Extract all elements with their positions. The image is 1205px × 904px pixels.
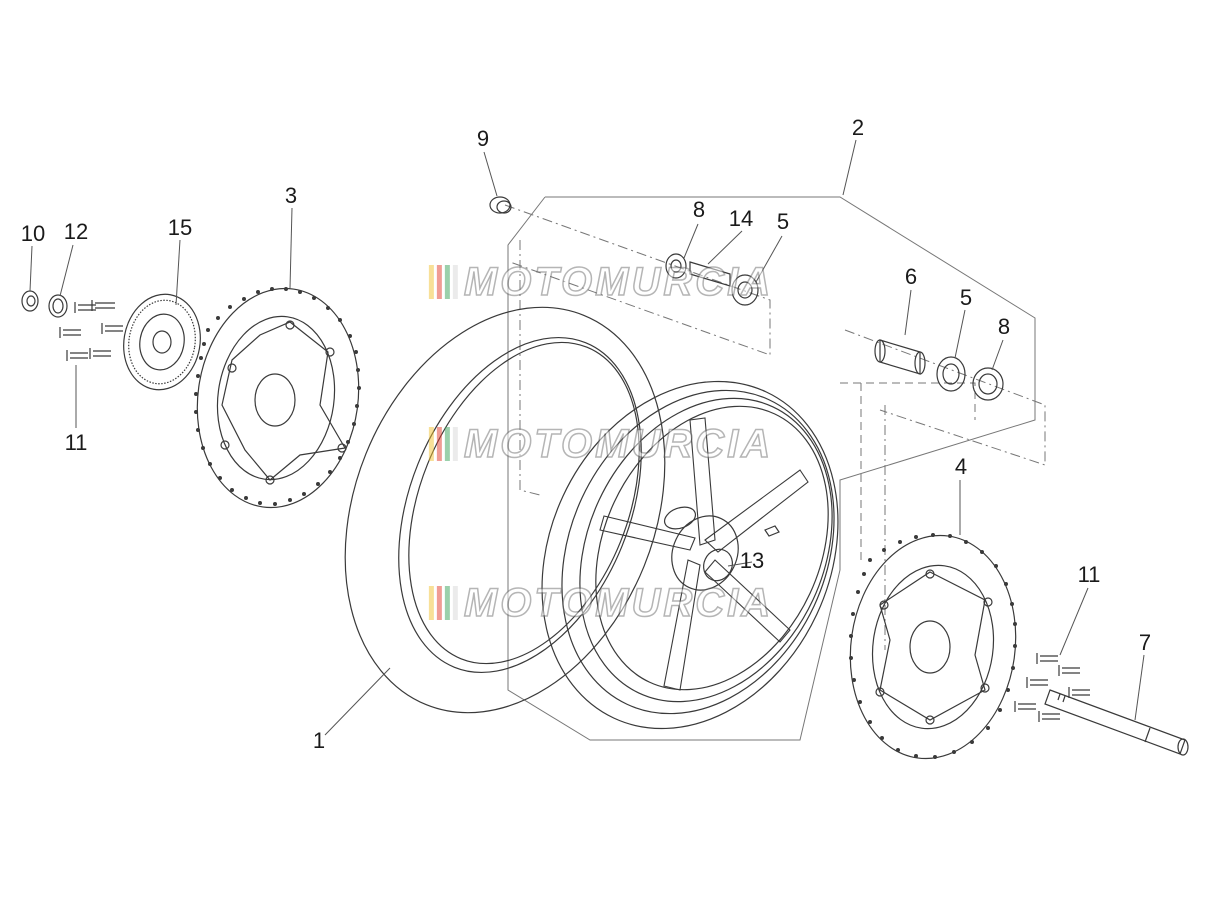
leader-lines [29, 139, 1145, 736]
watermark-text: MOTOMURCIA [463, 580, 774, 626]
tyre [344, 306, 666, 714]
watermark-stripe [452, 586, 458, 620]
callout-1: 1 [312, 728, 326, 753]
watermark-middle: MOTOMURCIA [428, 421, 774, 467]
callout-5-right: 5 [959, 285, 973, 310]
watermark-stripe [444, 586, 450, 620]
callout-3: 3 [284, 183, 298, 208]
callout-8-top: 8 [692, 197, 706, 222]
tone-wheel [123, 293, 201, 391]
watermark-text: MOTOMURCIA [463, 259, 774, 305]
watermark-bottom: MOTOMURCIA [428, 580, 774, 626]
callout-10: 10 [20, 221, 46, 246]
watermark-top: MOTOMURCIA [428, 259, 774, 305]
watermark-stripe [444, 265, 450, 299]
nut [21, 290, 39, 312]
callout-5-top: 5 [776, 209, 790, 234]
bearing-right [936, 356, 966, 392]
watermark-stripe [452, 427, 458, 461]
spacer-top [689, 261, 731, 287]
watermark-text: MOTOMURCIA [463, 421, 774, 467]
seal-top [665, 253, 687, 279]
washer [48, 294, 68, 318]
watermark-stripe [444, 427, 450, 461]
cap [489, 196, 512, 214]
callout-14: 14 [728, 206, 754, 231]
callout-8-right: 8 [997, 314, 1011, 339]
callout-4: 4 [954, 454, 968, 479]
bolts-left [59, 300, 123, 361]
callout-9: 9 [476, 126, 490, 151]
watermark-stripe [428, 265, 434, 299]
callout-7: 7 [1138, 630, 1152, 655]
brake-disc-left [194, 287, 361, 509]
callout-6: 6 [904, 264, 918, 289]
callout-15: 15 [167, 215, 193, 240]
watermark-stripe [436, 586, 442, 620]
watermark-stripe [436, 427, 442, 461]
callout-12: 12 [63, 219, 89, 244]
brake-disc-right [849, 533, 1017, 760]
callout-2: 2 [851, 115, 865, 140]
callout-11-left: 11 [64, 430, 88, 455]
seal-right [972, 367, 1004, 401]
watermark-stripe [436, 265, 442, 299]
callout-11-right: 11 [1077, 562, 1101, 587]
callout-13: 13 [739, 548, 765, 573]
assembly-frame [504, 196, 1046, 741]
rim [541, 380, 839, 730]
watermark-stripe [428, 427, 434, 461]
spacer-right [874, 339, 926, 375]
axle [1044, 689, 1189, 756]
watermark-stripe [428, 586, 434, 620]
watermark-stripe [452, 265, 458, 299]
bearing-top [731, 274, 759, 306]
watermark-stripes [428, 586, 458, 620]
watermark-stripes [428, 427, 458, 461]
watermark-stripes [428, 265, 458, 299]
bolts-right [1014, 653, 1090, 722]
